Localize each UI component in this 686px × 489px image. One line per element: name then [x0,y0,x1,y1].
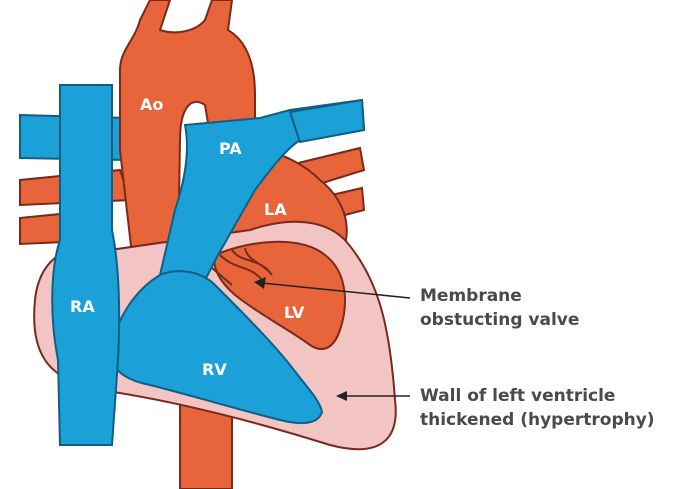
membrane-annotation-line2: obstucting valve [420,308,579,332]
membrane-annotation: Membrane obstucting valve [420,284,579,332]
label-la: LA [264,200,287,219]
wall-annotation-line2: thickened (hypertrophy) [420,408,655,432]
pulmonary-artery-right-branch [290,100,364,142]
wall-annotation: Wall of left ventricle thickened (hypert… [420,384,655,432]
right-atrium [52,85,119,445]
label-lv: LV [284,303,305,322]
label-rv: RV [202,360,227,379]
wall-annotation-line1: Wall of left ventricle [420,384,655,408]
membrane-annotation-line1: Membrane [420,284,579,308]
label-ra: RA [70,297,95,316]
label-ao: Ao [140,95,163,114]
label-pa: PA [219,139,242,158]
